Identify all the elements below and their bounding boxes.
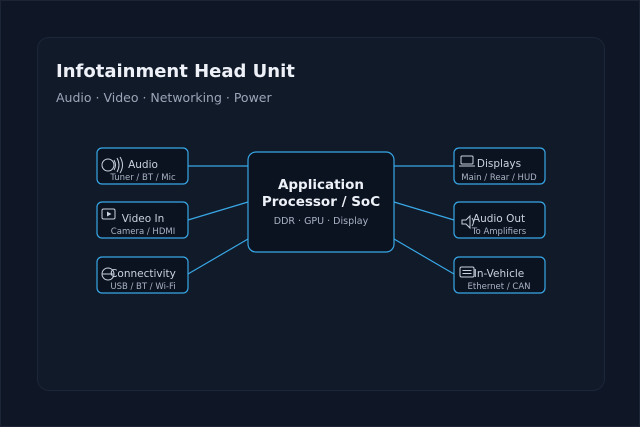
globe-icon: [101, 267, 115, 281]
link-in-vehicle: [393, 238, 455, 275]
node-box: [96, 147, 189, 185]
node-label: Displays: [477, 158, 521, 170]
node-box: [96, 201, 189, 239]
node-label: Audio: [128, 159, 158, 171]
node-label: Audio Out: [473, 213, 525, 225]
node-title-line1: Application: [278, 177, 364, 193]
node-subtitle: DDR · GPU · Display: [274, 216, 369, 227]
node-application-processor: Application Processor / SoC DDR · GPU · …: [247, 151, 395, 253]
node-sublabel: To Amplifiers: [471, 227, 527, 237]
node-title-line2: Processor / SoC: [262, 194, 380, 210]
page-title: Infotainment Head Unit: [56, 61, 295, 82]
network-card-icon: [459, 266, 475, 278]
node-sublabel: Camera / HDMI: [111, 227, 175, 237]
node-label: Video In: [122, 213, 165, 225]
node-box: [96, 256, 189, 294]
page-subtitle: Audio · Video · Networking · Power: [56, 90, 272, 105]
node-label: In-Vehicle: [474, 268, 524, 280]
node-displays: Displays Main / Rear / HUD: [453, 147, 546, 185]
node-sublabel: Tuner / BT / Mic: [109, 173, 176, 183]
link-connectivity: [187, 238, 249, 275]
link-audio-out: [393, 201, 455, 221]
node-sublabel: USB / BT / Wi-Fi: [110, 282, 175, 292]
laptop-icon: [459, 155, 475, 167]
node-sublabel: Ethernet / CAN: [468, 282, 531, 292]
speaker-waves-icon: [101, 156, 123, 174]
link-video-in: [187, 201, 249, 221]
node-box: [247, 151, 395, 253]
video-play-icon: [101, 208, 116, 220]
node-connectivity: Connectivity USB / BT / Wi-Fi: [96, 256, 189, 294]
node-audio-out: Audio Out To Amplifiers: [453, 201, 546, 239]
node-video-in: Video In Camera / HDMI: [96, 201, 189, 239]
node-audio: Audio Tuner / BT / Mic: [96, 147, 189, 185]
node-box: [453, 201, 546, 239]
node-label: Connectivity: [110, 268, 176, 280]
speaker-icon: [461, 214, 474, 230]
node-box: [453, 256, 546, 294]
node-sublabel: Main / Rear / HUD: [461, 173, 537, 183]
node-in-vehicle: In-Vehicle Ethernet / CAN: [453, 256, 546, 294]
node-box: [453, 147, 546, 185]
